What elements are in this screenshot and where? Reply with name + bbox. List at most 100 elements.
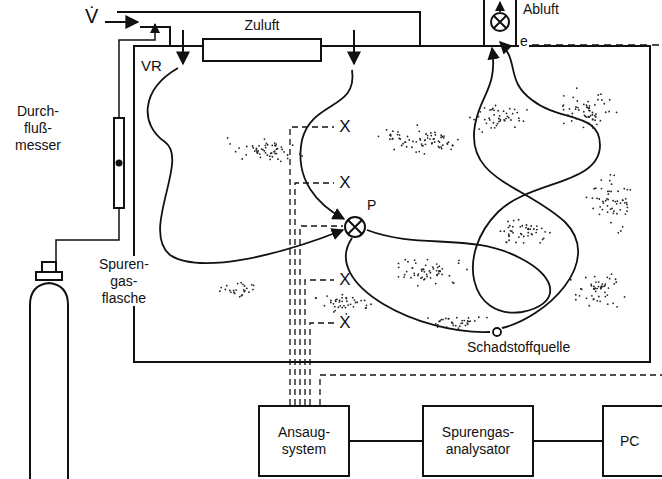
smoke-dot: [606, 198, 608, 200]
smoke-dot: [257, 150, 259, 152]
smoke-dot: [458, 262, 460, 264]
smoke-dot: [233, 290, 235, 292]
smoke-dot: [525, 227, 527, 229]
smoke-dot: [563, 95, 565, 97]
smoke-dot: [429, 272, 431, 274]
smoke-dot: [602, 201, 604, 203]
smoke-dot: [465, 325, 467, 327]
smoke-dot: [571, 116, 573, 118]
smoke-dot: [610, 222, 612, 224]
smoke-dot: [520, 233, 522, 235]
smoke-dot: [606, 294, 608, 296]
smoke-dot: [390, 135, 392, 137]
smoke-dot: [439, 320, 441, 322]
smoke-dot: [503, 230, 505, 232]
smoke-dot: [299, 153, 301, 155]
smoke-dot: [461, 322, 463, 324]
flow-arrow: [105, 21, 138, 23]
smoke-dot: [438, 273, 440, 275]
smoke-dot: [624, 202, 626, 204]
smoke-dot: [326, 295, 328, 297]
smoke-dot: [443, 137, 445, 139]
smoke-dot: [446, 326, 448, 328]
smoke-dot: [605, 111, 607, 113]
smoke-dot: [614, 201, 616, 203]
smoke-dot: [447, 318, 449, 320]
smoke-dot: [276, 153, 278, 155]
smoke-dot: [616, 306, 618, 308]
smoke-dot: [391, 138, 393, 140]
smoke-dot: [237, 283, 239, 285]
smoke-dot: [593, 188, 595, 190]
smoke-dot: [594, 119, 596, 121]
smoke-dot: [468, 317, 470, 319]
smoke-dot: [412, 267, 414, 269]
smoke-dot: [467, 323, 469, 325]
smoke-dot: [583, 104, 585, 106]
smoke-dot: [254, 150, 256, 152]
smoke-dot: [229, 143, 231, 145]
smoke-dot: [241, 158, 243, 160]
smoke-dot: [589, 105, 591, 107]
smoke-dot: [503, 119, 505, 121]
smoke-dot: [514, 108, 516, 110]
smoke-dot: [493, 109, 495, 111]
smoke-dot: [536, 225, 538, 227]
smoke-dot: [612, 302, 614, 304]
smoke-dot: [267, 144, 269, 146]
smoke-dot: [526, 224, 528, 226]
smoke-dot: [521, 234, 523, 236]
smoke-dot: [484, 119, 486, 121]
smoke-dot: [415, 151, 417, 153]
smoke-dot: [463, 320, 465, 322]
smoke-dot: [264, 144, 266, 146]
smoke-dot: [577, 107, 579, 109]
smoke-dot: [507, 220, 509, 222]
bottle-label: Spuren- gas- flasche: [98, 256, 150, 306]
smoke-dot: [581, 288, 583, 290]
smoke-dot: [609, 278, 611, 280]
smoke-dot: [438, 140, 440, 142]
smoke-dot: [353, 306, 355, 308]
smoke-dot: [606, 276, 608, 278]
smoke-dot: [587, 101, 589, 103]
smoke-dot: [343, 305, 345, 307]
smoke-dot: [515, 242, 517, 244]
smoke-dot: [588, 109, 590, 111]
smoke-dot: [595, 113, 597, 115]
smoke-dot: [624, 213, 626, 215]
smoke-dot: [229, 290, 231, 292]
smoke-dot: [601, 99, 603, 101]
smoke-dot: [345, 297, 347, 299]
exhaust-label: Abluft: [522, 1, 560, 18]
smoke-dot: [507, 115, 509, 117]
pollutant-source: [493, 328, 501, 336]
smoke-dot: [591, 114, 593, 116]
smoke-dot: [271, 156, 273, 158]
smoke-dot: [234, 293, 236, 295]
smoke-dot: [447, 143, 449, 145]
box-label: PC: [620, 433, 639, 450]
smoke-dot: [386, 129, 388, 131]
smoke-dot: [533, 228, 535, 230]
smoke-dot: [590, 284, 592, 286]
smoke-dot: [497, 123, 499, 125]
smoke-dot: [441, 268, 443, 270]
supply-air-inlet: Zuluft: [202, 17, 322, 74]
smoke-dot: [595, 290, 597, 292]
smoke-dot: [508, 233, 510, 235]
smoke-dot: [610, 191, 612, 193]
smoke-dot: [276, 148, 278, 150]
smoke-dot: [597, 99, 599, 101]
smoke-dot: [240, 295, 242, 297]
smoke-dot: [426, 273, 428, 275]
smoke-dot: [629, 189, 631, 191]
smoke-dot: [446, 143, 448, 145]
smoke-dot: [245, 154, 247, 156]
smoke-dot: [240, 282, 242, 284]
smoke-dot: [415, 141, 417, 143]
smoke-dot: [244, 285, 246, 287]
smoke-dot: [427, 259, 429, 261]
smoke-dot: [486, 122, 488, 124]
smoke-dot: [588, 107, 590, 109]
